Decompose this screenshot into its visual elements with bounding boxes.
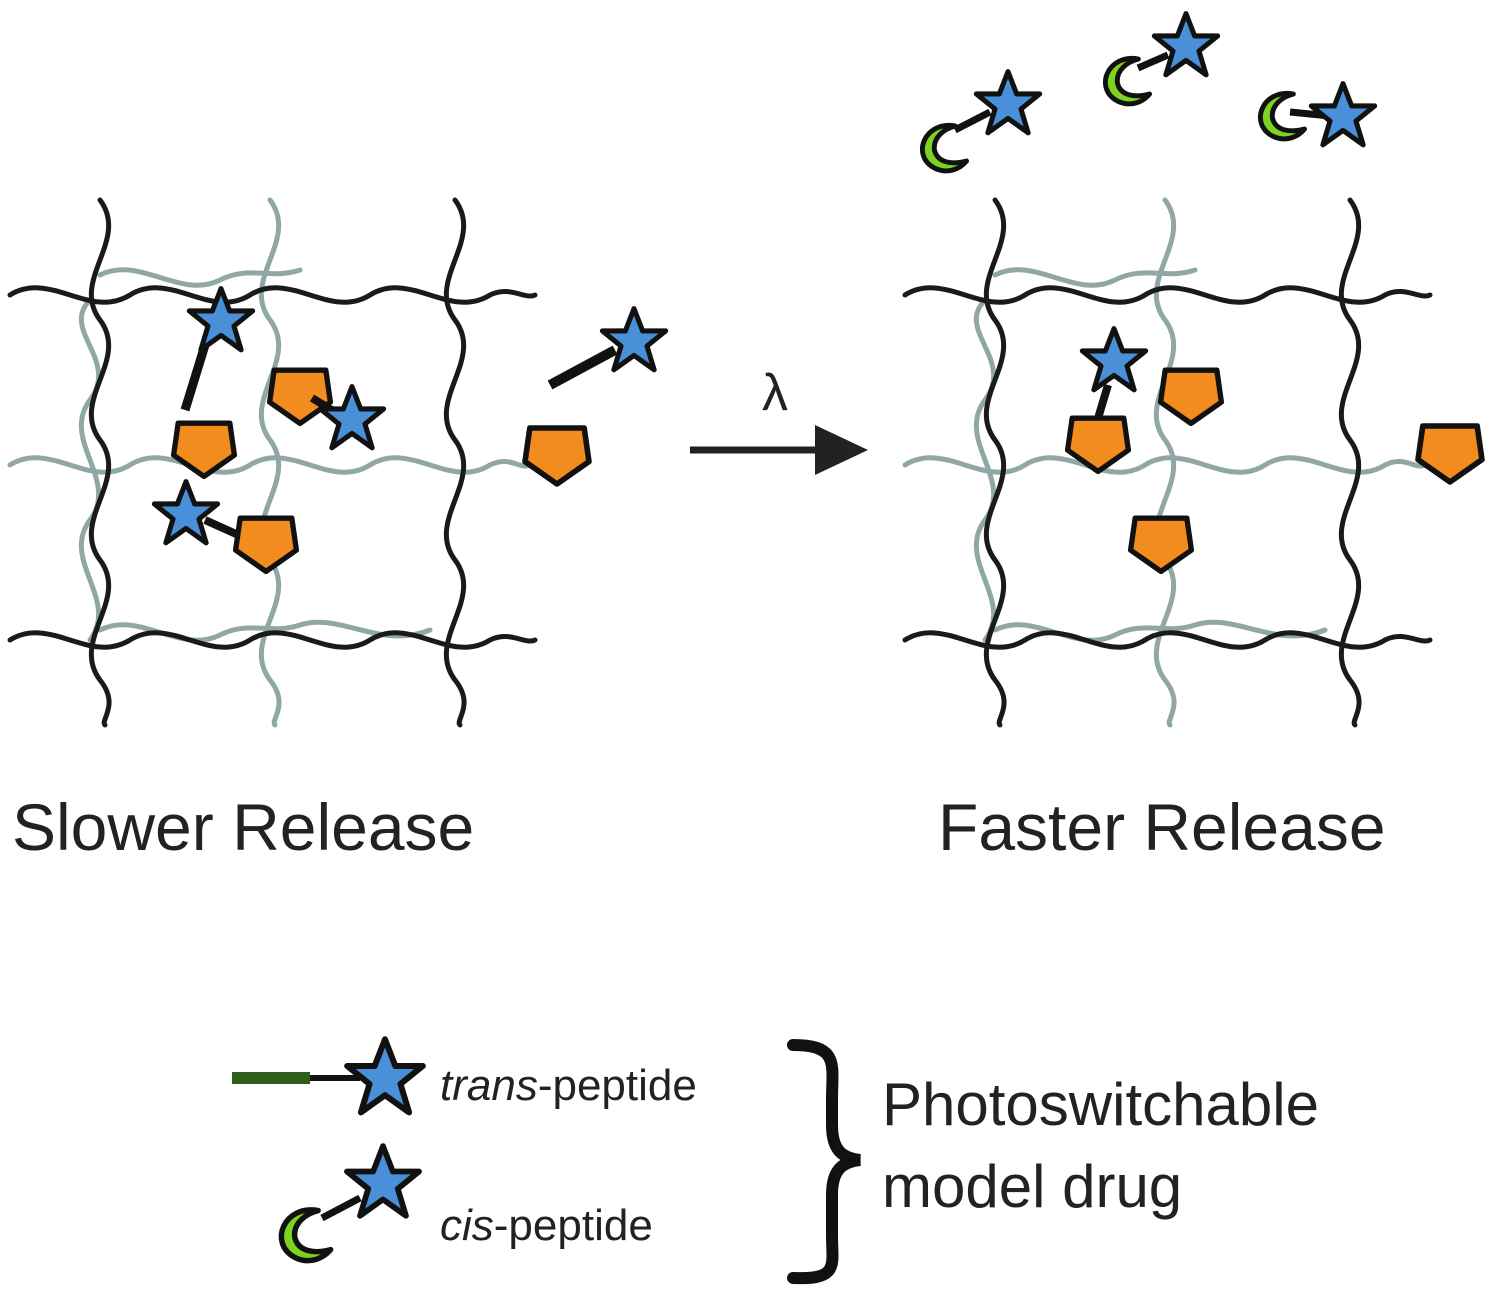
star-icon xyxy=(1082,329,1145,390)
legend-group-line1: Photoswitchable xyxy=(882,1071,1319,1138)
star-icon xyxy=(976,72,1039,133)
light-arrow: λ xyxy=(690,364,868,475)
left-molecules xyxy=(154,289,665,572)
released-molecules xyxy=(922,14,1374,171)
trans-linker xyxy=(547,345,618,390)
left-hydrogel-network xyxy=(7,197,538,728)
star-icon xyxy=(1311,84,1374,145)
star-icon xyxy=(347,1146,419,1216)
trans-linker xyxy=(180,343,210,412)
cis-peptide-label: cis-peptide xyxy=(440,1201,653,1250)
trans-peptide-label: trans-peptide xyxy=(440,1061,697,1110)
cis-crescent-icon xyxy=(922,125,966,171)
pentagon-drug-icon xyxy=(1418,426,1482,482)
right-primary-network xyxy=(902,197,1433,728)
lambda-label: λ xyxy=(762,364,788,422)
pentagon-drug-icon xyxy=(174,423,235,476)
right-molecules xyxy=(1068,329,1482,572)
pentagon-drug-icon xyxy=(1161,370,1222,423)
pentagon-drug-icon xyxy=(236,518,297,571)
pentagon-drug-icon xyxy=(270,370,331,423)
star-icon xyxy=(602,309,665,370)
left-primary-network xyxy=(7,197,538,728)
star-icon xyxy=(347,1039,423,1112)
star-icon xyxy=(1154,14,1217,75)
right-hydrogel-network xyxy=(902,197,1433,728)
pentagon-drug-icon xyxy=(1131,518,1192,571)
legend-group-line2: model drug xyxy=(882,1153,1182,1220)
slower-release-caption: Slower Release xyxy=(12,790,474,864)
grouping-brace xyxy=(787,1039,861,1285)
pentagon-drug-icon xyxy=(525,428,589,484)
star-icon xyxy=(154,482,217,543)
faster-release-caption: Faster Release xyxy=(938,790,1386,864)
legend: trans-peptide cis-peptide Photoswitchabl… xyxy=(232,1039,1319,1285)
